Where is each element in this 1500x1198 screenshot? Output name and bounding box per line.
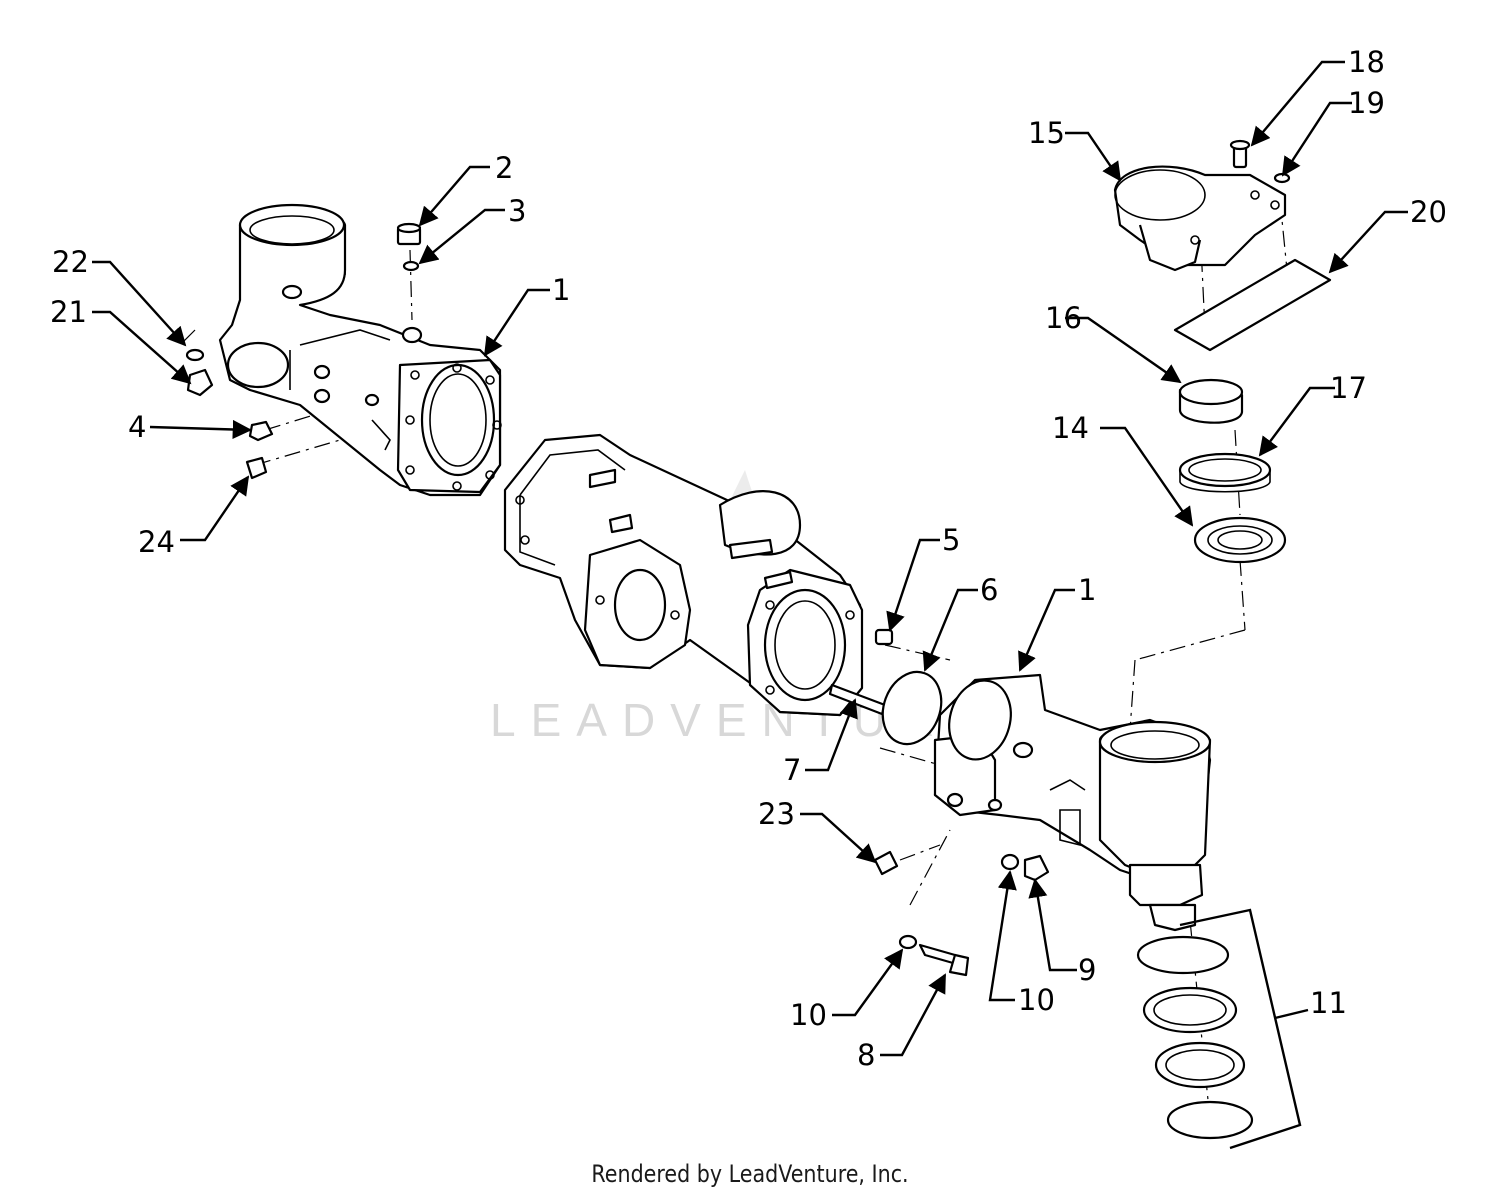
callout-10-right: 10 <box>1018 983 1055 1017</box>
callout-19: 19 <box>1348 86 1385 120</box>
callout-2: 2 <box>495 151 513 185</box>
callout-18: 18 <box>1348 45 1385 79</box>
callout-14: 14 <box>1052 411 1089 445</box>
steering-cover-assembly <box>1113 139 1332 352</box>
callout-24: 24 <box>138 525 175 559</box>
callout-4: 4 <box>128 410 146 444</box>
callout-21: 21 <box>50 295 87 329</box>
callout-leaders <box>92 60 1408 1057</box>
callout-16: 16 <box>1045 301 1082 335</box>
axle-center-tube <box>503 433 864 717</box>
callout-1-upper: 1 <box>552 273 570 307</box>
right-axle-housing <box>933 673 1212 932</box>
callout-10-left: 10 <box>790 998 827 1032</box>
footer-credit: Rendered by LeadVenture, Inc. <box>591 1160 909 1188</box>
left-axle-housing <box>218 203 502 497</box>
callout-5: 5 <box>942 523 960 557</box>
callout-23: 23 <box>758 797 795 831</box>
callout-8: 8 <box>857 1038 875 1072</box>
callout-9: 9 <box>1078 953 1096 987</box>
callout-20: 20 <box>1410 195 1447 229</box>
callout-22: 22 <box>52 245 89 279</box>
callout-numbers: 1 1 2 3 4 5 6 7 8 9 10 10 11 14 15 16 17… <box>50 45 1447 1072</box>
callout-6: 6 <box>980 573 998 607</box>
callout-3: 3 <box>508 194 526 228</box>
callout-17: 17 <box>1330 371 1367 405</box>
callout-1-lower: 1 <box>1078 573 1096 607</box>
callout-7: 7 <box>783 753 801 787</box>
bearings-and-seals <box>1136 378 1287 1140</box>
callout-11: 11 <box>1310 986 1347 1020</box>
callout-15: 15 <box>1028 116 1065 150</box>
callout-11-bracket <box>1179 908 1309 1150</box>
